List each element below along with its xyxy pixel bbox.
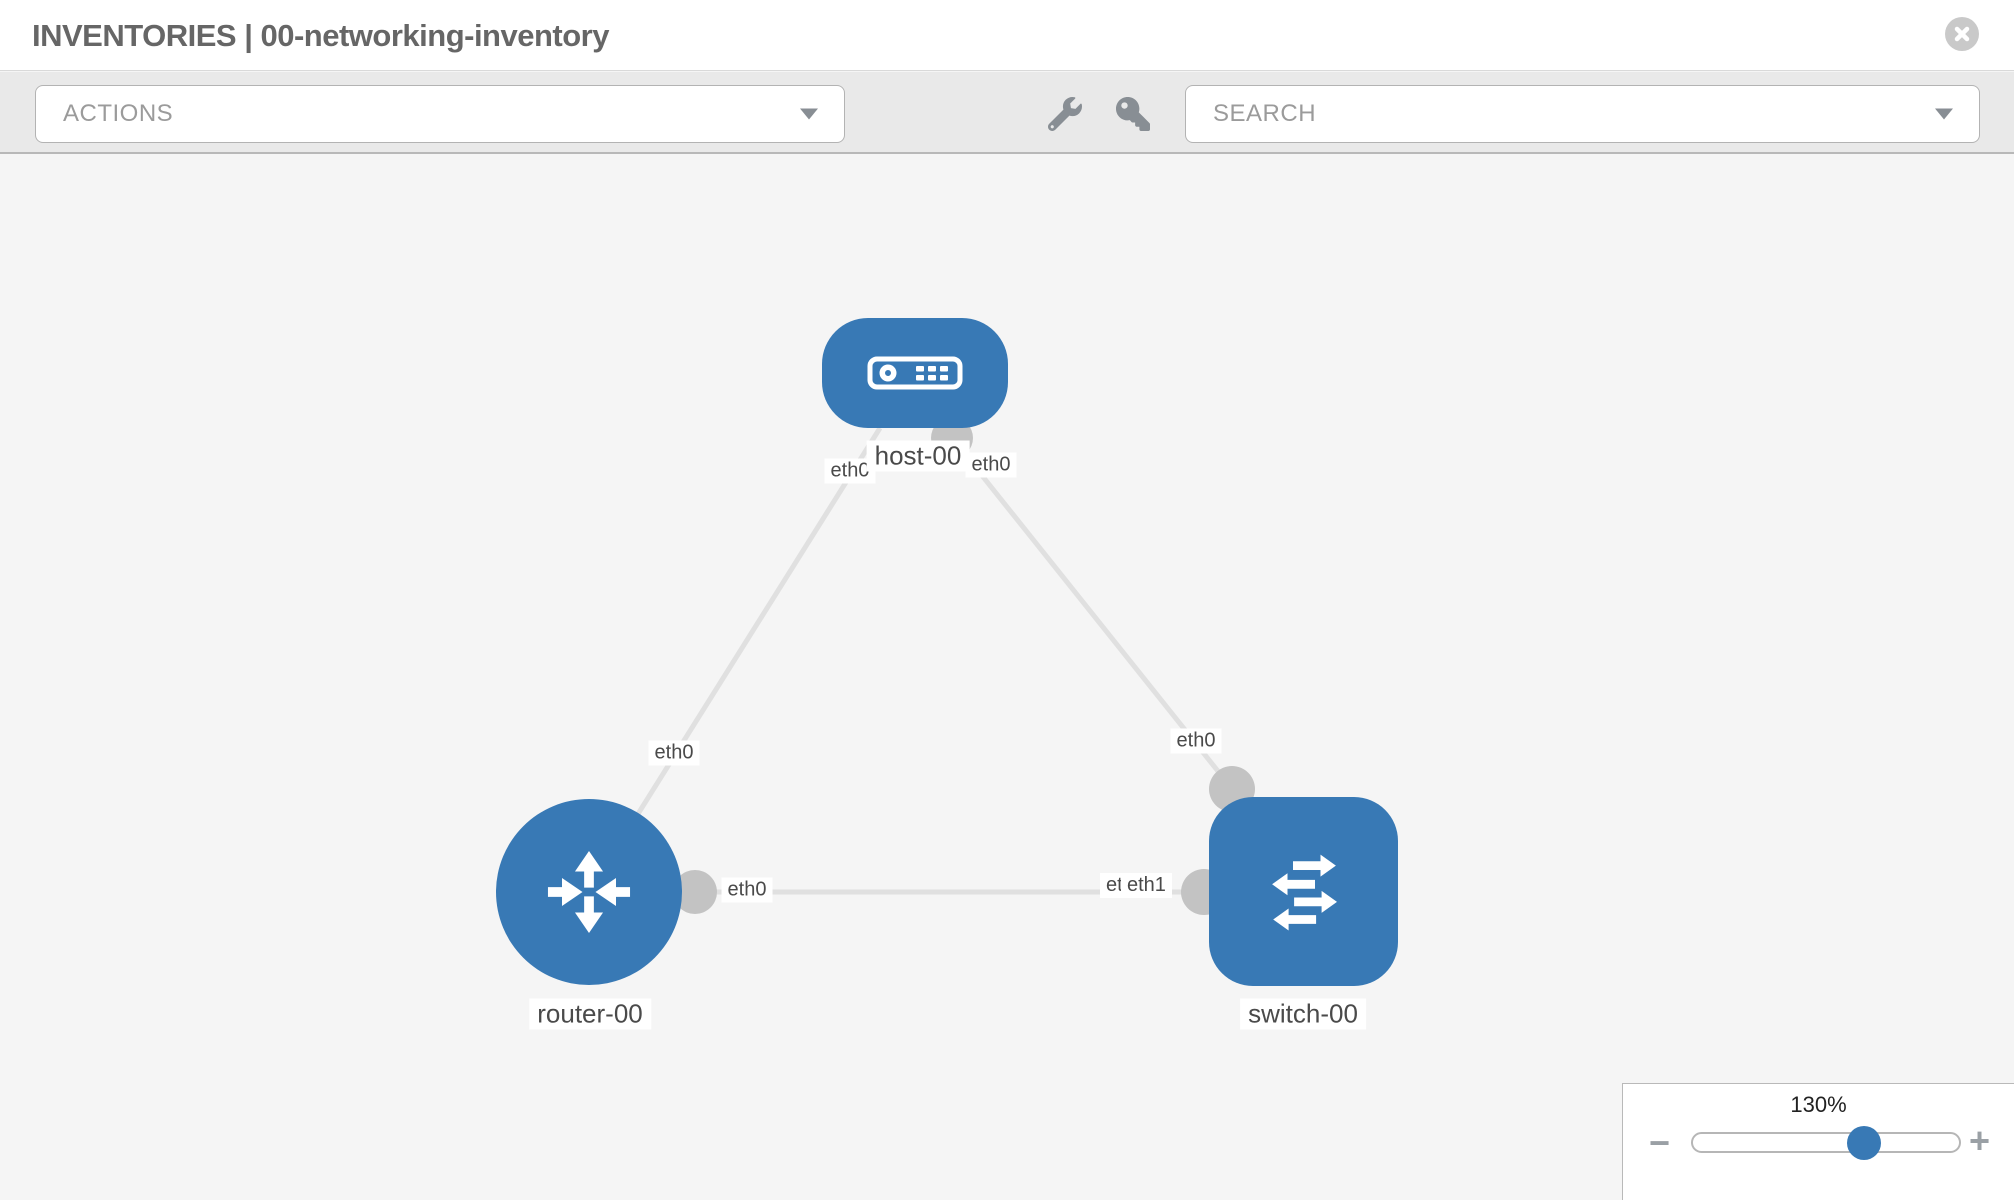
close-icon (1954, 26, 1970, 42)
actions-dropdown-label: ACTIONS (63, 100, 174, 127)
zoom-slider-handle[interactable] (1847, 1126, 1881, 1160)
node-host-00[interactable] (822, 318, 1008, 428)
topology-canvas[interactable]: eth0 eth0 eth0 eth0 eth0 eth0 eth1 host-… (0, 156, 2014, 1200)
wrench-icon (1048, 97, 1082, 131)
router-icon (547, 850, 631, 934)
search-dropdown[interactable]: SEARCH (1185, 85, 1980, 143)
zoom-in-button[interactable]: + (1969, 1120, 1991, 1161)
search-dropdown-label: SEARCH (1213, 100, 1317, 127)
close-button[interactable] (1945, 17, 1979, 51)
host-icon (867, 356, 963, 390)
iface-label: eth0 (824, 458, 876, 484)
actions-dropdown[interactable]: ACTIONS (35, 85, 845, 143)
chevron-down-icon (800, 108, 818, 120)
zoom-slider-track[interactable] (1691, 1132, 1961, 1153)
chevron-down-icon (1935, 108, 1953, 120)
configure-button[interactable] (1045, 94, 1085, 134)
switch-icon (1271, 854, 1337, 930)
page-title: INVENTORIES | 00-networking-inventory (32, 17, 609, 53)
node-label-router: router-00 (529, 998, 651, 1030)
iface-label: eth0 (648, 740, 700, 766)
credentials-button[interactable] (1113, 94, 1153, 134)
zoom-level-value: 130% (1790, 1092, 1847, 1117)
iface-label: eth0 (1170, 728, 1222, 754)
node-label-host: host-00 (866, 440, 970, 472)
zoom-control-panel: 130% − + (1622, 1083, 2014, 1200)
node-router-00[interactable] (496, 799, 682, 985)
zoom-out-button[interactable]: − (1649, 1122, 1671, 1163)
toolbar: ACTIONS SEARCH (0, 72, 2014, 154)
header-bar: INVENTORIES | 00-networking-inventory (0, 0, 2014, 71)
topology-links (586, 426, 1303, 895)
iface-label: eth0 (965, 452, 1017, 478)
key-icon (1116, 97, 1150, 131)
iface-label: eth1 (1121, 873, 1172, 898)
node-label-switch: switch-00 (1240, 998, 1366, 1030)
node-switch-00[interactable] (1209, 797, 1398, 986)
iface-label: eth0 (721, 877, 773, 903)
